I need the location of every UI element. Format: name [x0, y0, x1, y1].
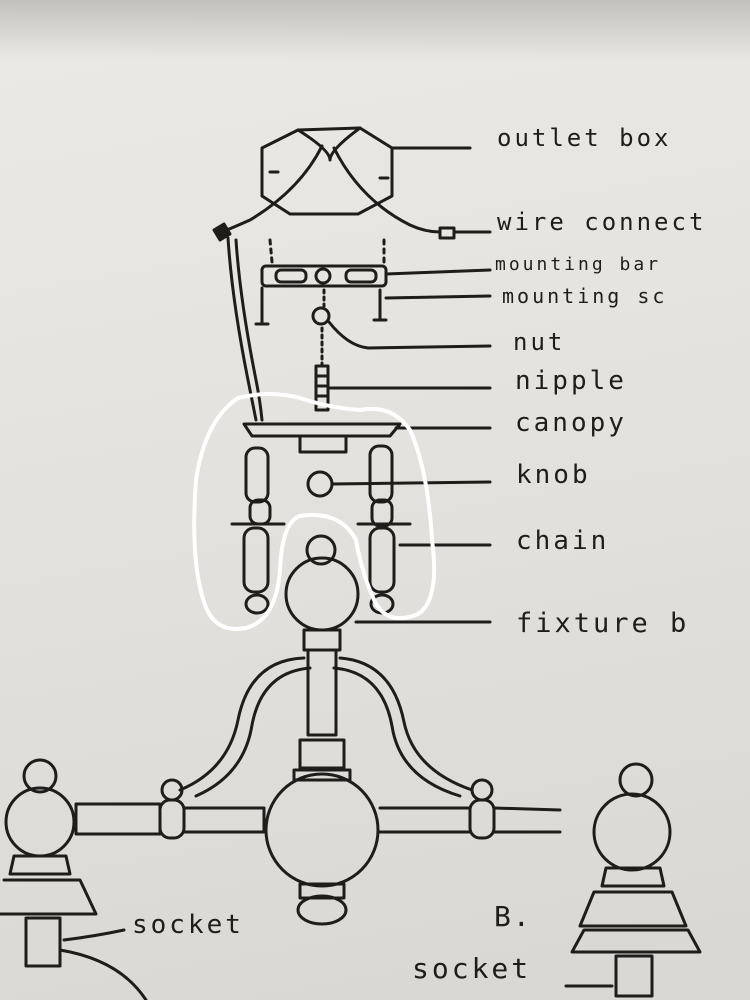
- knob-drawing: [306, 470, 492, 498]
- label-socket-left: socket: [132, 910, 244, 940]
- right-socket-drawing: [564, 762, 702, 998]
- canopy-drawing: [242, 422, 492, 454]
- highlight-outline: [192, 392, 437, 631]
- label-nut: nut: [513, 328, 566, 356]
- label-canopy: canopy: [515, 408, 627, 438]
- fixture-body-drawing: [264, 534, 492, 926]
- label-fixture-body: fixture b: [516, 608, 690, 639]
- label-nipple: nipple: [515, 366, 627, 396]
- mounting-screws-drawing: [254, 238, 492, 326]
- outlet-box-drawing: [260, 126, 472, 216]
- label-knob: knob: [516, 460, 591, 490]
- wires-drawing: [212, 144, 492, 422]
- fixture-arms-drawing: [74, 656, 562, 840]
- label-socket-right: socket: [412, 952, 532, 985]
- label-wire-connector: wire connect: [497, 208, 707, 236]
- label-mounting-screw: mounting sc: [502, 284, 668, 308]
- label-outlet-box: outlet box: [497, 124, 672, 152]
- nipple-drawing: [314, 326, 492, 412]
- left-chain-drawing: [230, 446, 286, 615]
- mounting-bar-drawing: [260, 264, 492, 288]
- left-socket-drawing: [0, 758, 148, 1000]
- label-mounting-bar: mounting bar: [495, 254, 662, 275]
- paper-shadow: [0, 0, 750, 60]
- label-figure-letter: B.: [494, 900, 532, 933]
- nut-drawing: [311, 288, 492, 350]
- label-chain: chain: [516, 526, 610, 556]
